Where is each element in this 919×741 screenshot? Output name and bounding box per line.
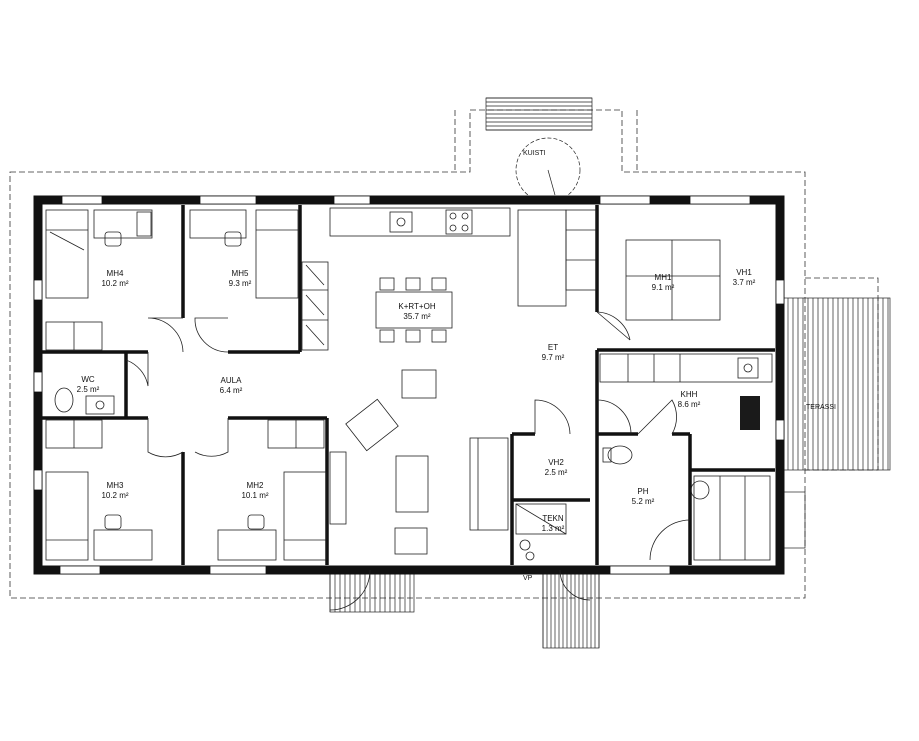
room-area: 10.2 m² (101, 491, 129, 500)
room-name: MH3 (106, 481, 124, 490)
terassi-label: TERASSI (806, 404, 836, 411)
room-name: VH2 (548, 458, 564, 467)
room-area: 5.2 m² (631, 497, 655, 506)
room-area: 10.2 m² (101, 279, 129, 288)
exterior-wall (33, 195, 785, 575)
room-area: 3.7 m² (732, 278, 756, 287)
room-name: MH1 (654, 273, 672, 282)
room-name: MH2 (246, 481, 264, 490)
room-area: 9.3 m² (228, 279, 252, 288)
room-name: MH4 (106, 269, 124, 278)
room-area: 9.7 m² (541, 353, 565, 362)
kuisti-label: KUISTI (523, 150, 546, 157)
room-area: 9.1 m² (651, 283, 675, 292)
front-steps (329, 567, 600, 649)
room-name: ET (547, 343, 559, 352)
room-name: VH1 (736, 268, 752, 277)
room-name: AULA (220, 376, 242, 385)
room-area: 2.5 m² (544, 468, 568, 477)
interior-walls (42, 205, 775, 565)
room-name: K+RT+OH (398, 302, 436, 311)
vp-label: VP (523, 575, 533, 582)
dark-fixtures (740, 396, 760, 430)
room-name: PH (637, 487, 649, 496)
room-name: WC (81, 375, 95, 384)
window-markers (33, 195, 785, 575)
room-area: 6.4 m² (219, 386, 243, 395)
room-area: 8.6 m² (677, 400, 701, 409)
room-name: KHH (680, 390, 698, 399)
door-swings (125, 311, 691, 611)
room-area: 35.7 m² (403, 312, 431, 321)
room-name: MH5 (231, 269, 249, 278)
room-area: 10.1 m² (241, 491, 269, 500)
room-name: TEKN (542, 514, 564, 523)
terassi-deck (777, 297, 891, 549)
room-area: 2.5 m² (76, 385, 100, 394)
room-area: 1.3 m² (541, 524, 565, 533)
furniture (45, 207, 773, 561)
